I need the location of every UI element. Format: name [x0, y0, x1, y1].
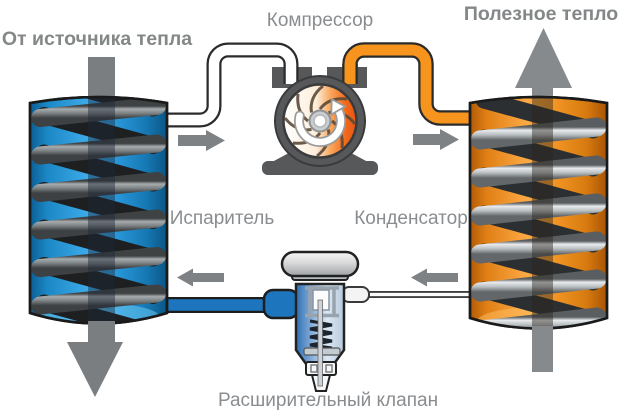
- valve-stem: [317, 299, 323, 387]
- pipe-suction-line: [167, 42, 299, 128]
- evaporator-outline: [28, 95, 169, 325]
- pipe-suction-fill: [167, 44, 297, 126]
- coil-front-strand: [31, 247, 166, 277]
- flow-arrow-right-top-right: [413, 129, 459, 150]
- coil-front-strand: [31, 97, 166, 127]
- condenser-coil: [470, 97, 607, 329]
- pipe-discharge-outline: [342, 42, 472, 126]
- expansion-valve: [280, 250, 360, 392]
- evaporator-inner: [31, 97, 166, 324]
- coil-front-strand: [470, 155, 607, 188]
- coil-front-strand: [31, 209, 166, 240]
- pipe-blue-coupling: [262, 288, 300, 320]
- impeller-blade: [309, 84, 324, 113]
- evaporator-tank: [28, 95, 169, 325]
- valve-nozzle-notch: [310, 364, 318, 373]
- coil-front-strand: [31, 284, 166, 315]
- valve-nozzle-notch: [325, 364, 333, 373]
- coil-front-strand: [31, 172, 166, 202]
- coil-front-strand: [470, 193, 607, 226]
- pipe-liquid-line-blue: [165, 288, 300, 320]
- label-heat-source: От источника тепла: [2, 28, 192, 50]
- pipe-discharge-line: [342, 42, 472, 126]
- pipe-capillary-coupling: [341, 286, 370, 303]
- compressor-base: [262, 161, 378, 175]
- coil-front-strand: [470, 269, 607, 302]
- valve-bracket: [305, 286, 339, 318]
- coil-back-strands: [475, 97, 602, 329]
- source-flow-arrow-head: [67, 342, 123, 397]
- label-useful-heat: Полезное тепло: [464, 3, 618, 25]
- source-flow-arrow-top: [88, 57, 115, 99]
- label-evaporator: Испаритель: [170, 208, 275, 229]
- rotation-arrow-body: [295, 107, 345, 146]
- useful-heat-arrow-head: [515, 28, 572, 88]
- pipe-capillary-line: [341, 286, 471, 303]
- condenser-outline: [468, 95, 609, 330]
- compressor: [262, 64, 378, 175]
- evaporator-coil: [31, 97, 166, 324]
- useful-heat-arrow-bottom: [532, 326, 553, 372]
- useful-heat-arrow-through: [532, 97, 553, 329]
- flow-arrow-left-bottom-left: [177, 268, 224, 287]
- condenser-inner: [470, 97, 607, 329]
- coil-back-strands: [35, 97, 162, 324]
- useful-heat-arrow-top: [532, 86, 553, 99]
- label-condenser: Конденсатор: [354, 208, 468, 229]
- rotation-arrow-head: [330, 97, 347, 117]
- label-expansion-valve: Расширительный клапан: [218, 390, 438, 411]
- flow-arrow-left-bottom-right: [411, 268, 458, 287]
- coil-front-strand: [470, 231, 607, 264]
- pipe-discharge-fill: [344, 44, 472, 124]
- impeller-hub-center: [313, 114, 327, 128]
- label-compressor: Компрессор: [267, 10, 373, 31]
- coil-front-strand: [31, 134, 166, 165]
- rotation-arrow-icon: [294, 97, 347, 147]
- valve-cap: [280, 250, 360, 278]
- source-flow-arrow-through: [88, 97, 115, 324]
- impeller-blade: [296, 93, 309, 123]
- flow-arrow-right-top-left: [178, 130, 225, 151]
- condenser-tank: [468, 95, 609, 330]
- coil-front-strand: [470, 117, 607, 150]
- source-flow-arrow-bottom: [88, 321, 115, 343]
